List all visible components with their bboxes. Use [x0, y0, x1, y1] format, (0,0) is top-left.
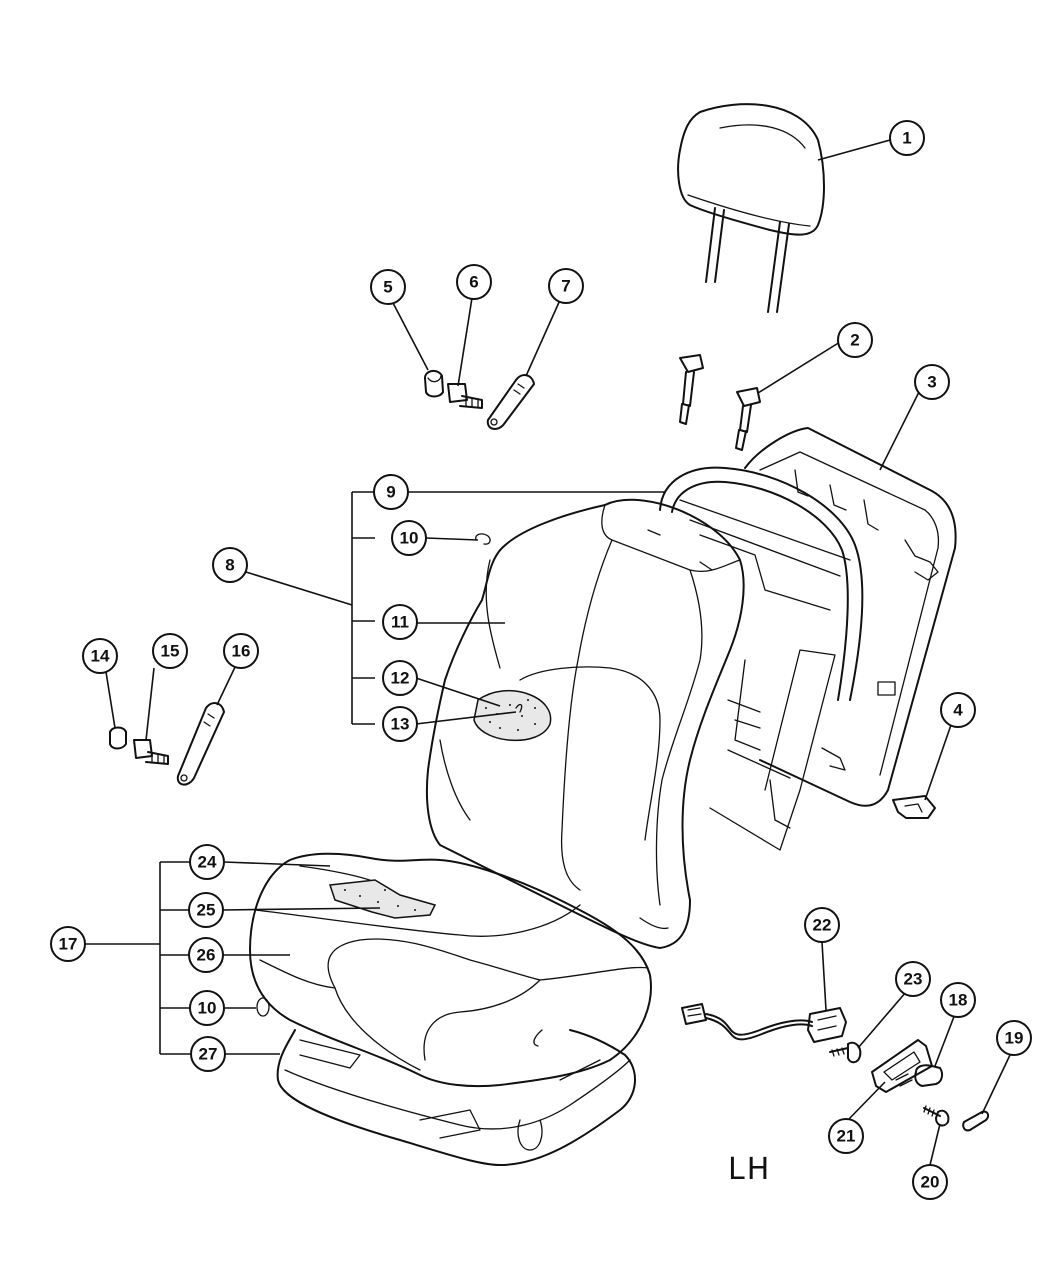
callout-13: 13 [382, 706, 418, 742]
callout-9: 9 [373, 474, 409, 510]
callout-22: 22 [804, 907, 840, 943]
hog-ring-icon [256, 997, 270, 1017]
callout-14: 14 [82, 638, 118, 674]
callout-11: 11 [382, 604, 418, 640]
callout-20: 20 [912, 1164, 948, 1200]
screw [829, 1041, 862, 1064]
recliner-handle-set-lower [109, 702, 225, 786]
svg-text:26: 26 [197, 946, 216, 965]
callout-2: 2 [837, 322, 873, 358]
seat-pan [276, 1029, 637, 1166]
svg-text:16: 16 [232, 642, 251, 661]
callout-7: 7 [548, 268, 584, 304]
svg-text:13: 13 [391, 715, 410, 734]
callout-12: 12 [382, 660, 418, 696]
svg-text:7: 7 [561, 277, 570, 296]
svg-text:1: 1 [902, 129, 911, 148]
seat-back-cover [425, 498, 745, 949]
svg-text:2: 2 [850, 331, 859, 350]
callout-15: 15 [152, 633, 188, 669]
svg-text:15: 15 [161, 642, 180, 661]
headrest-guide [679, 354, 761, 451]
callout-21: 21 [828, 1118, 864, 1154]
callout-26: 26 [188, 937, 224, 973]
svg-text:22: 22 [813, 916, 832, 935]
callout-18: 18 [940, 982, 976, 1018]
svg-text:17: 17 [59, 935, 78, 954]
svg-text:23: 23 [904, 970, 923, 989]
hog-ring-icon [475, 533, 491, 545]
callout-19: 19 [996, 1020, 1032, 1056]
knob [914, 1064, 944, 1087]
svg-text:8: 8 [225, 556, 234, 575]
callout-5: 5 [370, 269, 406, 305]
callout-6: 6 [456, 264, 492, 300]
callout-1: 1 [889, 120, 925, 156]
svg-text:5: 5 [383, 278, 392, 297]
svg-text:9: 9 [386, 483, 395, 502]
side-label: LH [728, 1152, 772, 1187]
callout-23: 23 [895, 961, 931, 997]
svg-text:10: 10 [400, 529, 419, 548]
callout-24: 24 [189, 844, 225, 880]
seat-back-frame [659, 466, 864, 851]
seat-cushion [249, 852, 652, 1088]
leader-lines [84, 139, 1011, 1166]
clip [892, 795, 936, 819]
screw [923, 1105, 950, 1127]
svg-text:20: 20 [921, 1173, 940, 1192]
callout-25: 25 [188, 892, 224, 928]
callout-10-lower: 10 [189, 990, 225, 1026]
svg-text:12: 12 [391, 669, 410, 688]
svg-text:24: 24 [198, 853, 217, 872]
svg-text:6: 6 [469, 273, 478, 292]
svg-text:3: 3 [927, 373, 936, 392]
pin [962, 1110, 990, 1132]
callout-4: 4 [940, 692, 976, 728]
callout-27: 27 [190, 1036, 226, 1072]
svg-text:14: 14 [91, 647, 110, 666]
callout-16: 16 [223, 633, 259, 669]
svg-text:21: 21 [837, 1127, 856, 1146]
wire-harness [681, 1003, 847, 1043]
seat-back-panel [744, 427, 957, 807]
callout-8: 8 [212, 547, 248, 583]
callout-3: 3 [914, 364, 950, 400]
svg-text:27: 27 [199, 1045, 218, 1064]
svg-text:11: 11 [391, 613, 409, 632]
callout-10-upper: 10 [391, 520, 427, 556]
svg-text:4: 4 [953, 701, 963, 720]
svg-text:25: 25 [197, 901, 216, 920]
headrest [677, 103, 825, 313]
callout-17: 17 [50, 926, 86, 962]
svg-text:18: 18 [949, 991, 968, 1010]
recliner-handle-set-upper [424, 370, 535, 430]
svg-text:10: 10 [198, 999, 217, 1018]
svg-text:19: 19 [1005, 1029, 1024, 1048]
